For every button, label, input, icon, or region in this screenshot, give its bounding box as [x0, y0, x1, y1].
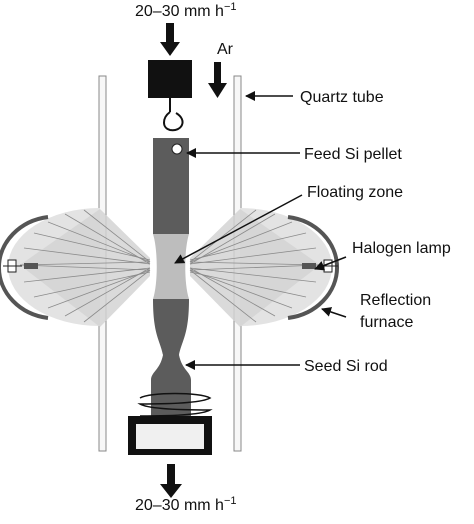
floating-zone	[153, 234, 189, 299]
seed-si-rod	[151, 299, 191, 418]
halogen-lamp-label: Halogen lamp	[352, 240, 451, 257]
reflection-furnace-label-line2: furnace	[360, 314, 413, 331]
reflection-furnace-leader	[321, 307, 347, 318]
floating-zone-leader	[174, 194, 303, 264]
hook	[163, 111, 184, 132]
seed-rod-label: Seed Si rod	[304, 358, 388, 375]
top-rate-label: 20–30 mm h−1	[135, 1, 236, 20]
feed-si-pellet	[153, 138, 189, 234]
bottom-rate-label: 20–30 mm h−1	[135, 495, 236, 514]
right-reflection-furnace	[189, 208, 340, 327]
bottom-pull-arrow	[160, 464, 182, 498]
quartz-tube-label: Quartz tube	[300, 89, 384, 106]
left-reflection-furnace	[0, 208, 151, 327]
argon-label: Ar	[217, 41, 234, 58]
halogen-lamp-leader	[314, 256, 347, 271]
upper-holder-block	[148, 60, 192, 98]
feed-pellet-label: Feed Si pellet	[304, 146, 402, 163]
top-feed-arrow	[160, 23, 180, 56]
floating-zone-label: Floating zone	[307, 184, 403, 201]
reflection-furnace-label-line1: Reflection	[360, 292, 431, 309]
argon-flow-arrow	[208, 62, 227, 98]
lower-holder	[128, 416, 212, 455]
coil	[137, 392, 213, 417]
